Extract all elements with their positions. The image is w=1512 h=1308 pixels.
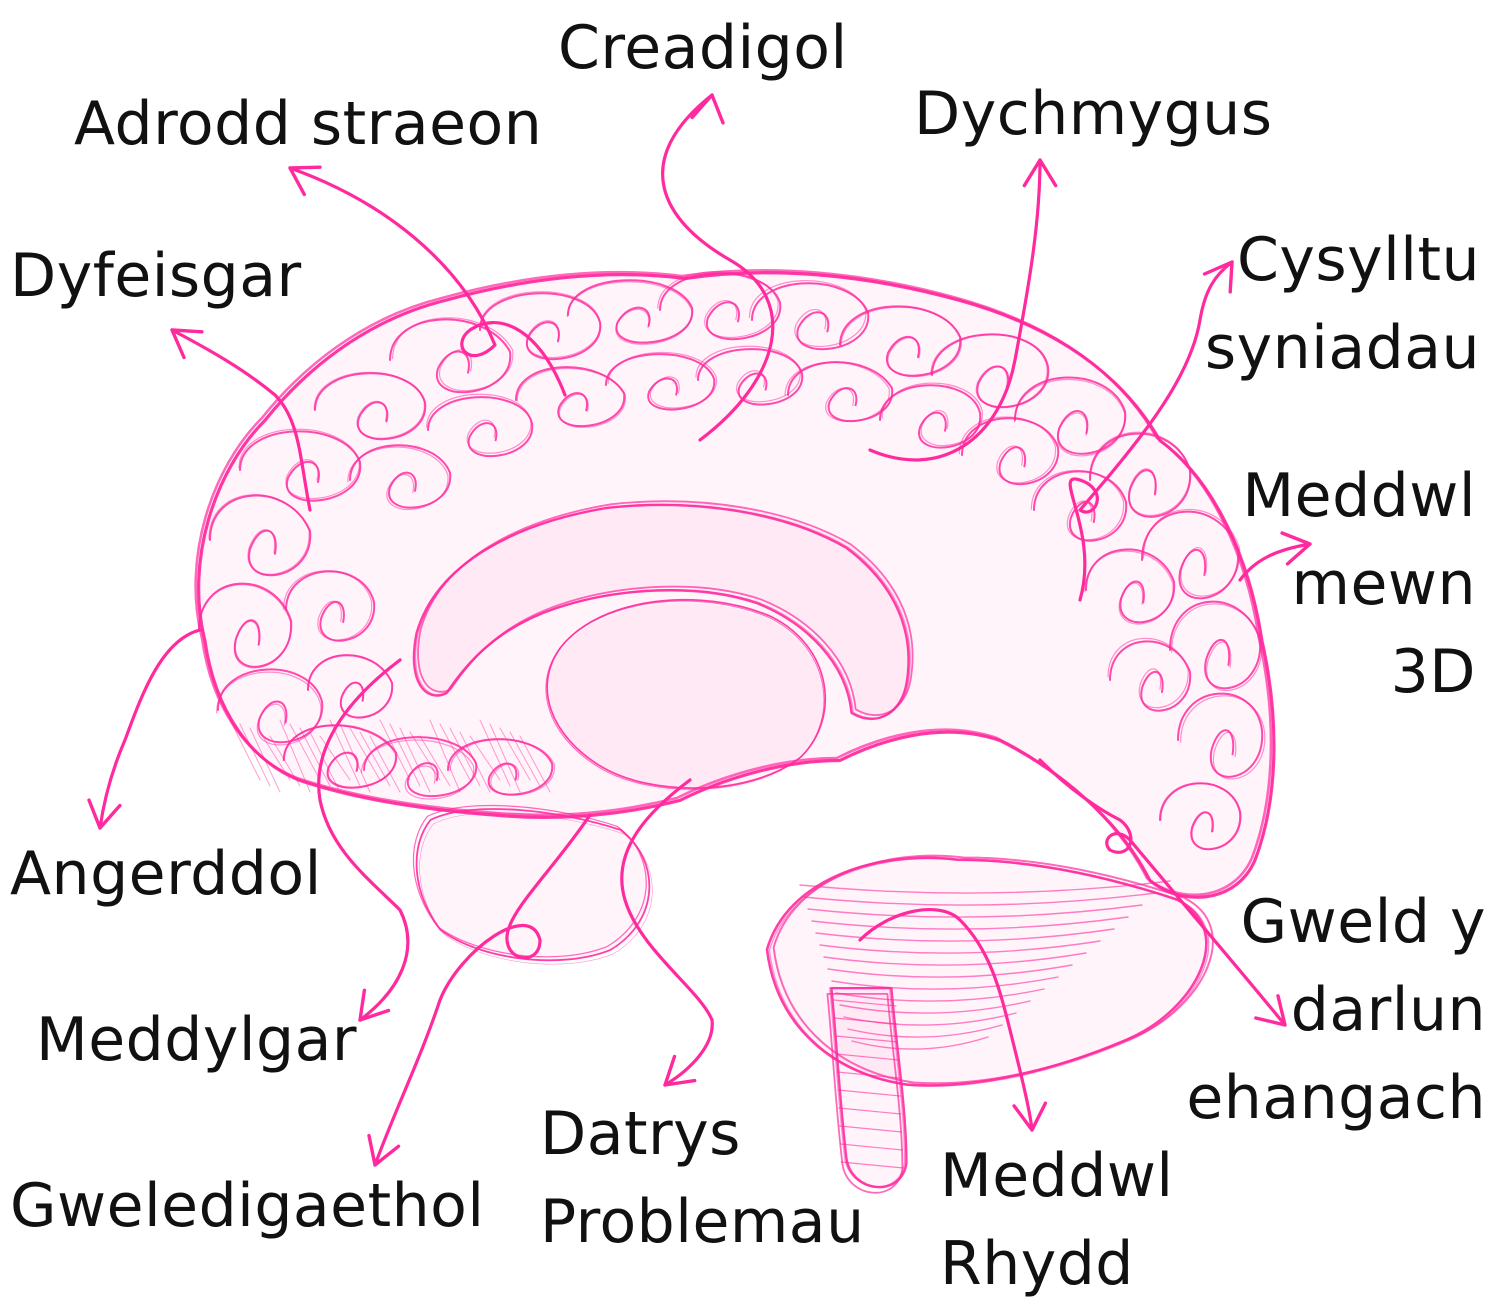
label-adrodd-straeon: Adrodd straeon (74, 80, 542, 168)
label-datrys-line-2: Problemau (540, 1178, 865, 1266)
label-gweld-line-2: darlun (1186, 966, 1486, 1054)
label-cysylltu-syniadau: Cysylltu syniadau (1205, 216, 1480, 392)
label-meddwl-3d-line-2: mewn (1242, 540, 1476, 628)
label-cysylltu-line-1: Cysylltu (1205, 216, 1480, 304)
label-meddwl-rhydd: Meddwl Rhydd (940, 1132, 1174, 1308)
label-dychmygus: Dychmygus (914, 70, 1273, 158)
label-cysylltu-line-2: syniadau (1205, 304, 1480, 392)
label-meddwl-mewn-3d: Meddwl mewn 3D (1242, 452, 1476, 716)
label-meddwl-3d-line-3: 3D (1242, 628, 1476, 716)
label-creadigol: Creadigol (558, 4, 848, 92)
label-meddwl-rhydd-line-1: Meddwl (940, 1132, 1174, 1220)
label-gweld-y-darlun-ehangach: Gweld y darlun ehangach (1186, 878, 1486, 1142)
arrow-angerddol (89, 630, 200, 828)
label-gweledigaethol: Gweledigaethol (10, 1162, 485, 1250)
label-meddwl-rhydd-line-2: Rhydd (940, 1220, 1174, 1308)
label-dyfeisgar: Dyfeisgar (10, 232, 302, 320)
arrow-datrys-shaft (622, 780, 712, 1085)
label-angerddol: Angerddol (10, 830, 322, 918)
label-gweld-line-3: ehangach (1186, 1054, 1486, 1142)
label-datrys-line-1: Datrys (540, 1090, 865, 1178)
arrow-datrys (622, 780, 712, 1085)
label-gweld-line-1: Gweld y (1186, 878, 1486, 966)
arrow-angerddol-shaft (100, 630, 200, 828)
label-datrys-problemau: Datrys Problemau (540, 1090, 865, 1266)
label-meddylgar: Meddylgar (36, 996, 357, 1084)
label-meddwl-3d-line-1: Meddwl (1242, 452, 1476, 540)
